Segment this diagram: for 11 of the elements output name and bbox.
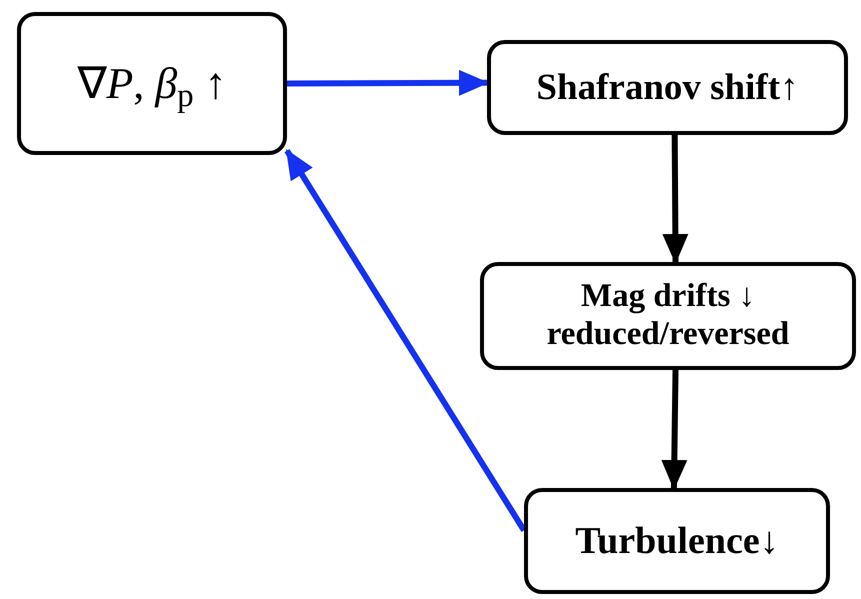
arrow — [286, 70, 489, 96]
node-label: Turbulence↓ — [575, 518, 779, 564]
arrow — [661, 370, 688, 490]
node-label: Mag drifts ↓ reduced/reversed — [546, 278, 790, 354]
process-box — [487, 40, 848, 135]
process-box — [480, 262, 856, 370]
arrow — [662, 134, 688, 264]
node-label: Shafranov shift↑ — [536, 66, 799, 110]
process-box — [17, 12, 287, 155]
process-box — [524, 488, 830, 594]
node-label: ∇P, β$_{p}$ ↑ — [77, 58, 227, 116]
